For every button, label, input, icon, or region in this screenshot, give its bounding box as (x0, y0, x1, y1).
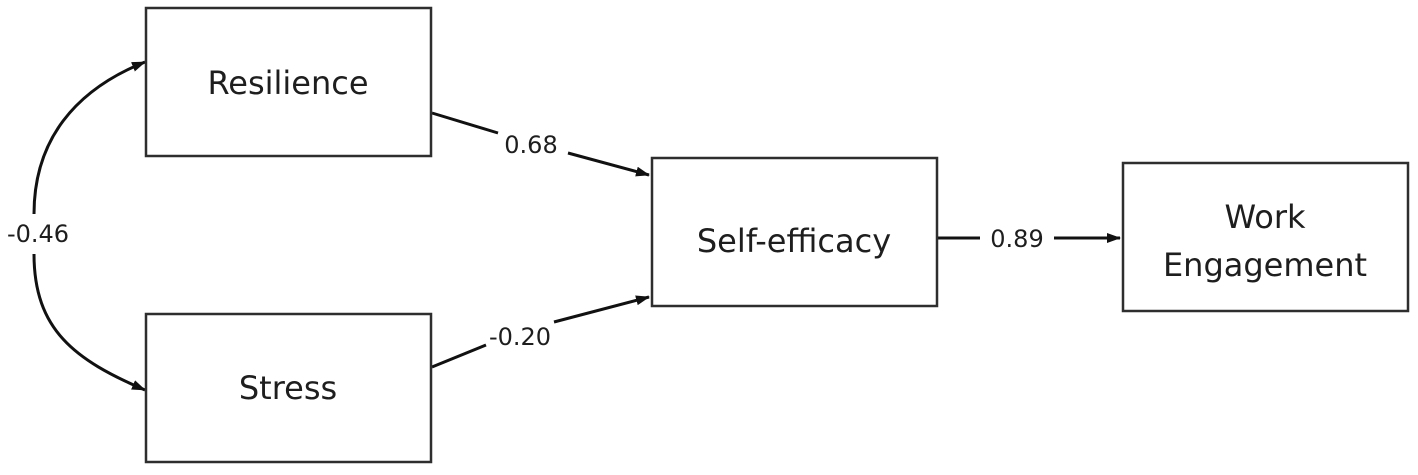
edge-resilience-to-self-efficacy: 0.68 (431, 111, 650, 177)
covariance-arc-lower (32, 253, 146, 392)
edge-arrow-segment (553, 295, 650, 324)
node-resilience: Resilience (144, 6, 433, 158)
node-work-engagement: Work Engagement (1121, 161, 1410, 313)
covariance-resilience-stress: -0.46 (7, 60, 146, 392)
node-stress: Stress (144, 312, 433, 464)
node-box (144, 6, 433, 158)
node-self-efficacy: Self-efficacy (650, 156, 939, 308)
node-box (650, 156, 939, 308)
covariance-label: -0.46 (7, 220, 69, 248)
node-label-stress: Stress (239, 369, 337, 407)
edge-label-resilience-self-efficacy: 0.68 (504, 131, 557, 159)
edge-arrow-segment (567, 151, 650, 177)
edge-stress-to-self-efficacy: -0.20 (431, 295, 650, 369)
node-label-self-efficacy: Self-efficacy (697, 222, 891, 260)
node-box (1121, 161, 1410, 313)
edge-line-segment (431, 111, 499, 135)
node-label-work-engagement-line2: Engagement (1163, 246, 1367, 284)
edge-label-self-efficacy-work-engagement: 0.89 (990, 225, 1043, 253)
node-label-work-engagement-line1: Work (1224, 198, 1306, 236)
node-label-resilience: Resilience (207, 64, 368, 102)
edge-self-efficacy-to-work-engagement: 0.89 (938, 225, 1121, 253)
node-box (144, 312, 433, 464)
edge-label-stress-self-efficacy: -0.20 (489, 323, 551, 351)
covariance-arc-upper (32, 60, 146, 215)
edge-line-segment (431, 343, 487, 369)
